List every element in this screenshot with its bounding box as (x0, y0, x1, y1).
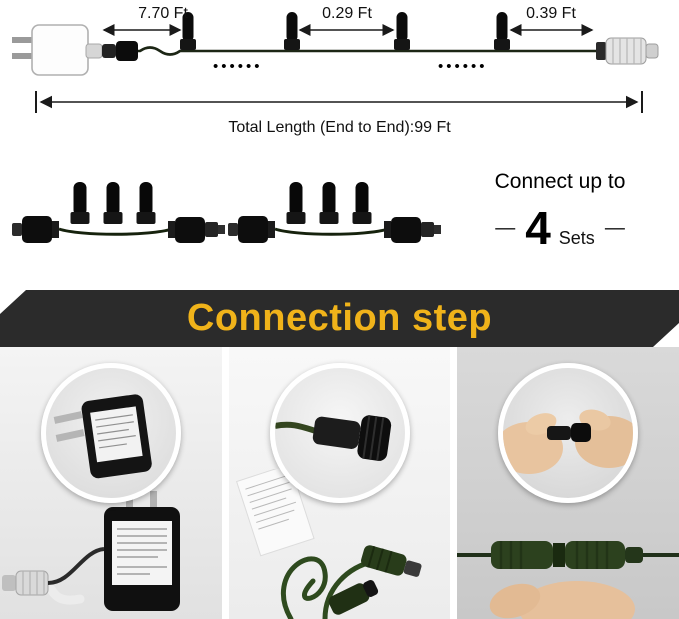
continuation-dots-left: •••••• (213, 58, 263, 75)
banner-title: Connection step (186, 297, 493, 339)
light-string-graphic (12, 12, 659, 76)
light-set-segments (12, 182, 441, 243)
string-wire (100, 46, 596, 56)
sets-count-row: — 4 Sets — (448, 202, 672, 254)
connector-mini-icon (571, 423, 592, 442)
total-length-label: Total Length (End to End):99 Ft (228, 119, 451, 136)
sets-count-group: 4 Sets (525, 202, 595, 254)
joined-coupler-photo-art (457, 541, 679, 619)
gray-connector-icon (2, 570, 49, 596)
left-dash: — (495, 217, 516, 240)
bulb-icon (103, 182, 123, 224)
bulb-icon (494, 12, 510, 50)
thumb-icon (490, 583, 541, 619)
sets-count: 4 (525, 202, 551, 254)
bulb-spacing-label: 0.29 Ft (322, 5, 372, 22)
connector-closeup-circle (269, 363, 410, 503)
connector-closeup-art (274, 415, 391, 461)
bulb-icon (286, 182, 306, 224)
photo-power-adapter (0, 347, 222, 619)
connect-up-to-label: Connect up to (494, 170, 626, 193)
continuation-dots-right: •••••• (438, 58, 488, 75)
adapter-closeup-art (53, 394, 152, 479)
adapter-body-icon (104, 491, 180, 611)
connectable-sets: Connect up to — 4 Sets — (0, 152, 679, 290)
hand-icon (519, 581, 636, 619)
connection-step-banner: Connection step (0, 290, 679, 347)
sets-unit: Sets (558, 228, 595, 248)
bulb-icon (136, 182, 156, 224)
bulb-icon (394, 12, 410, 50)
adapter-photo-art (2, 491, 180, 611)
hands-closeup-circle (498, 363, 639, 503)
lead-length-label: 7.70 Ft (138, 5, 188, 22)
light-set-segment (228, 182, 441, 243)
adapter-closeup-circle (40, 363, 181, 503)
tail-length-label: 0.39 Ft (526, 5, 576, 22)
bulb-icon (180, 12, 196, 50)
light-set-segment (12, 182, 225, 243)
bulb-icon (319, 182, 339, 224)
female-connector-icon (328, 580, 378, 615)
connector-mini-icon (312, 415, 391, 461)
bulb-icon (284, 12, 300, 50)
total-length-arrow (35, 91, 643, 113)
string-light-length-diagram: 7.70 Ft 0.29 Ft 0.39 Ft •••••• •••••• (0, 0, 679, 88)
joined-coupler-icon (491, 541, 644, 569)
photo-cable-connectors (228, 347, 451, 619)
right-dash: — (604, 217, 625, 240)
connector-mini-icon (547, 426, 572, 440)
hands-closeup-art (503, 409, 634, 474)
power-adapter-icon (12, 24, 103, 76)
connect-up-to-block: Connect up to — 4 Sets — (448, 170, 672, 254)
male-connector-icon (360, 545, 422, 577)
total-length-row: Total Length (End to End):99 Ft (0, 88, 679, 150)
adapter-mini-icon (81, 394, 152, 479)
coupler-icon (102, 41, 138, 61)
bulb-icon (352, 182, 372, 224)
bulb-icon (70, 182, 90, 224)
connection-step-photos (0, 347, 679, 619)
end-connector-icon (596, 37, 659, 65)
photo-hands-joining (457, 347, 679, 619)
